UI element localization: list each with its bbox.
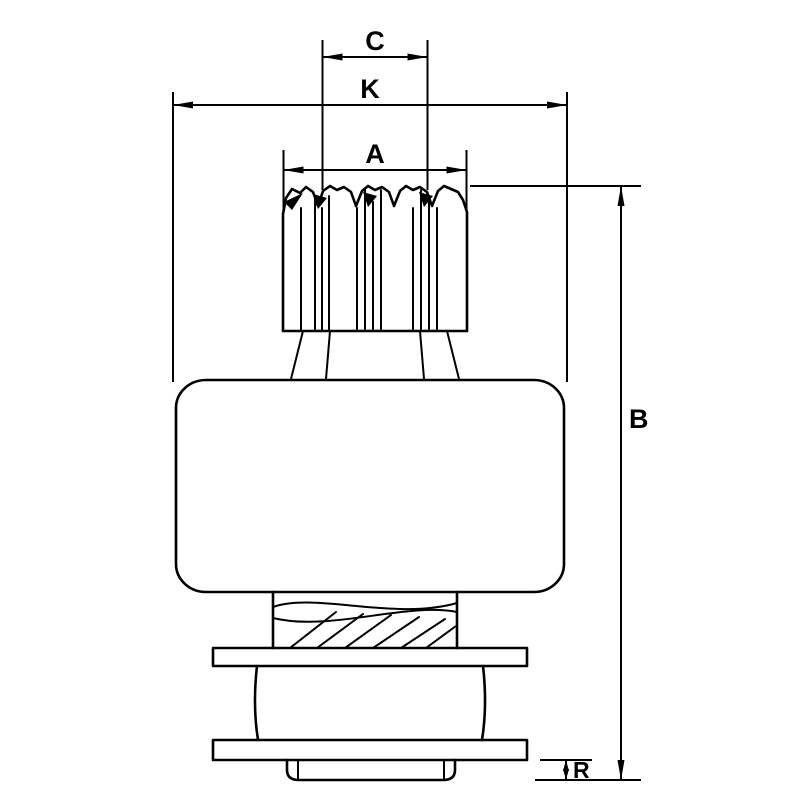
- barrel-side-left: [253, 664, 260, 742]
- lower-flange: [211, 738, 529, 762]
- neck-line: [290, 330, 304, 380]
- dimension-k: [172, 92, 568, 382]
- dimension-label-c: C: [365, 26, 385, 56]
- dimension-a: [282, 150, 468, 211]
- neck-line: [446, 330, 460, 380]
- spline-helix-curve: [272, 601, 458, 611]
- barrel-side-right: [480, 664, 487, 742]
- chamfer-facet: [363, 192, 377, 207]
- clutch-housing: [174, 378, 566, 594]
- dimension-label-k: K: [360, 74, 380, 104]
- dimension-label-a: A: [365, 139, 385, 169]
- barrel-section: [253, 664, 487, 742]
- dimension-label-r: R: [573, 757, 590, 783]
- gear-chamfer-facets: [284, 192, 433, 210]
- dimension-labels: C K A B R: [360, 26, 648, 783]
- neck-line: [325, 330, 331, 380]
- pilot-boss-outline: [285, 758, 457, 782]
- chamfer-facet: [284, 193, 303, 210]
- pinion-gear-teeth: [300, 189, 438, 332]
- dimension-r: [540, 759, 592, 780]
- helical-spline: [271, 590, 459, 650]
- spline-groove: [344, 614, 392, 649]
- gear-neck: [290, 330, 460, 380]
- spline-groove: [289, 611, 337, 649]
- dimension-b: [470, 185, 641, 781]
- dimensions: [172, 40, 641, 781]
- dimension-label-b: B: [629, 404, 649, 434]
- part-outline: [174, 184, 566, 782]
- spline-groove: [372, 616, 420, 649]
- spline-groove: [400, 618, 446, 649]
- spline-groove: [316, 613, 364, 649]
- chamfer-facet: [313, 194, 327, 209]
- spline-groove: [425, 625, 457, 649]
- upper-flange: [211, 646, 529, 668]
- chamfer-facet: [419, 192, 433, 207]
- spline-helix-curve: [272, 608, 458, 623]
- dimension-c: [321, 40, 429, 190]
- neck-line: [419, 330, 425, 380]
- pinion-gear-outline: [281, 184, 469, 333]
- pilot-boss: [285, 758, 457, 782]
